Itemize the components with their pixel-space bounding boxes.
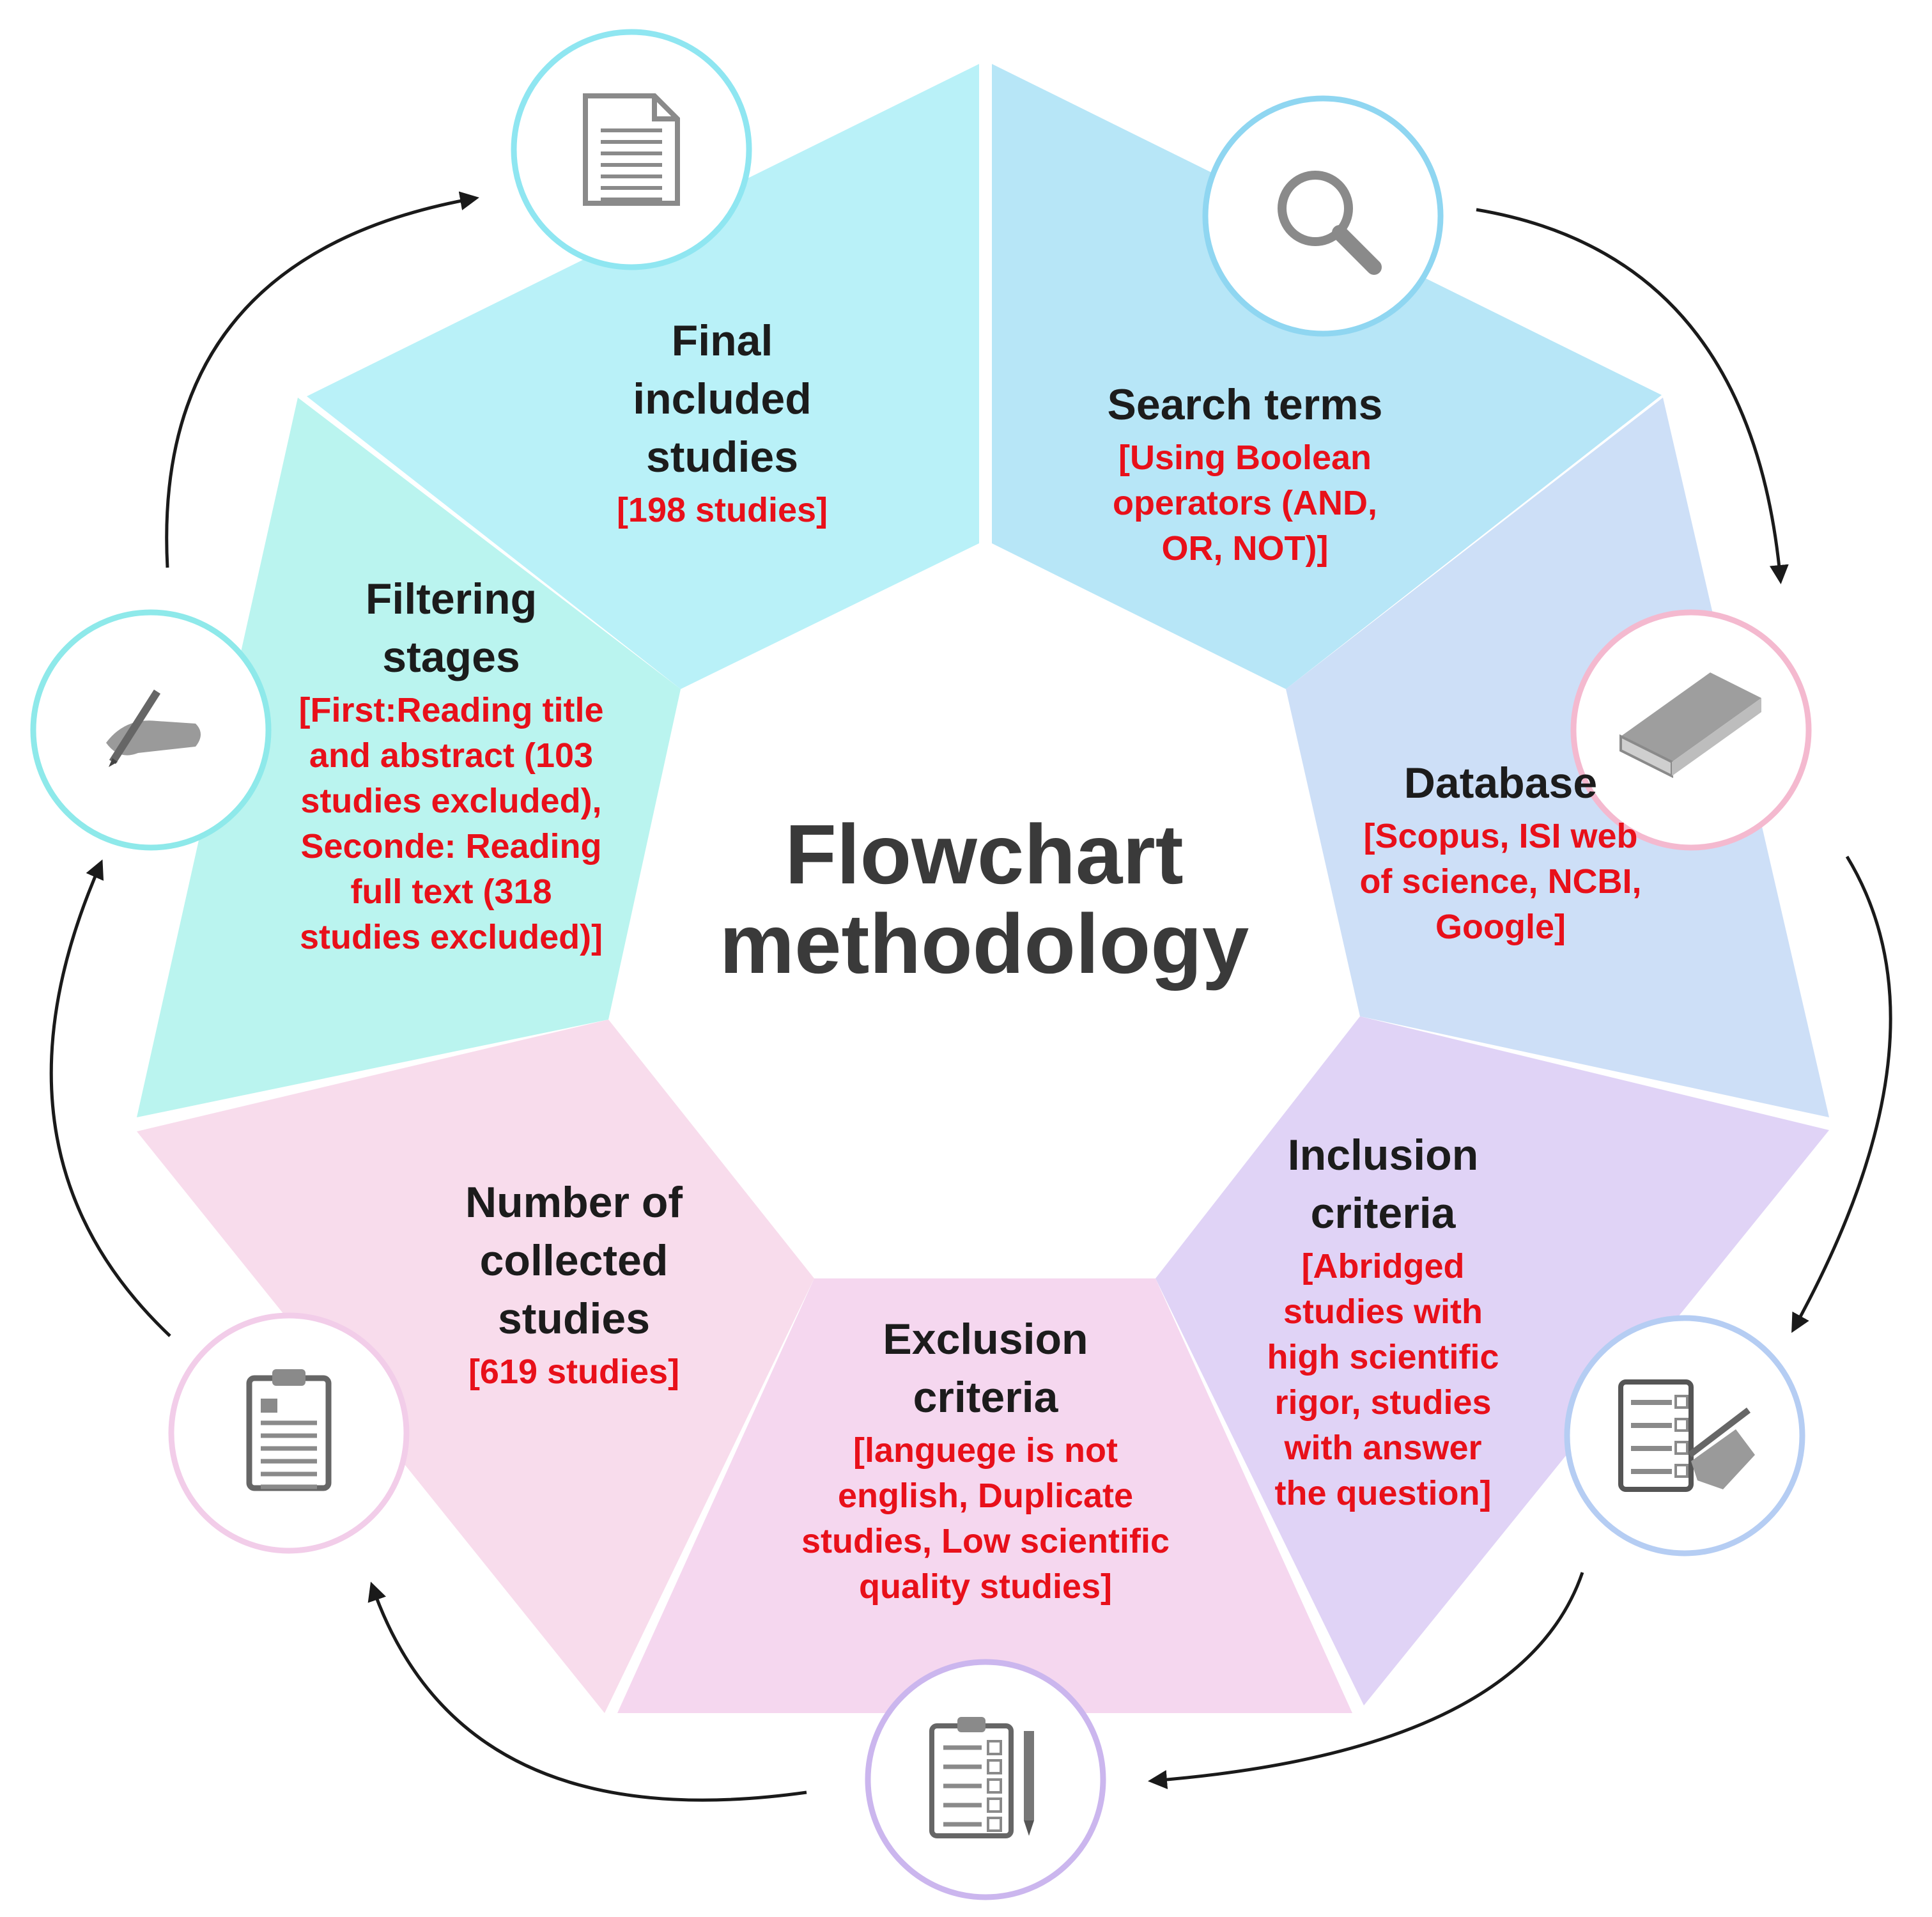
final-included-studies-title: studies bbox=[646, 433, 798, 481]
writing-hand-icon bbox=[106, 689, 201, 767]
clipboard-checklist-pencil-icon bbox=[929, 1717, 1034, 1838]
writing-hand-icon-badge bbox=[30, 609, 272, 851]
final-included-studies-segment bbox=[307, 64, 979, 689]
cycle-arrow bbox=[367, 1581, 807, 1802]
number-of-collected-studies-segment bbox=[137, 1020, 814, 1713]
filtering-stages-detail: studies excluded), bbox=[300, 782, 601, 820]
search-terms-detail: operators (AND, bbox=[1113, 484, 1377, 522]
filtering-stages-detail: and abstract (103 bbox=[309, 736, 593, 775]
database-title: Database bbox=[1404, 759, 1597, 807]
exclusion-criteria-detail: studies, Low scientific bbox=[801, 1522, 1170, 1560]
search-terms-detail: [Using Boolean bbox=[1118, 439, 1372, 477]
cycle-arrow bbox=[1476, 208, 1789, 584]
filtering-stages-detail: Seconde: Reading bbox=[300, 827, 601, 865]
database-segment bbox=[1286, 398, 1829, 1117]
filtering-stages-title: stages bbox=[382, 633, 520, 681]
exclusion-criteria-segment bbox=[617, 1278, 1352, 1713]
clipboard-icon-badge bbox=[168, 1312, 410, 1554]
book-icon-badge bbox=[1570, 609, 1812, 851]
cycle-arrow bbox=[1791, 855, 1892, 1333]
center-title: Flowchart bbox=[785, 807, 1183, 901]
cycle-arrow bbox=[49, 859, 171, 1337]
final-included-studies-title: Final bbox=[672, 316, 773, 365]
center-title: methodology bbox=[720, 897, 1249, 991]
clipboard-icon bbox=[246, 1369, 332, 1491]
number-of-collected-studies-title: Number of bbox=[465, 1178, 683, 1227]
exclusion-criteria-detail: [languege is not bbox=[853, 1431, 1118, 1470]
database-detail: Google] bbox=[1435, 908, 1566, 946]
inclusion-criteria-detail: studies with bbox=[1283, 1292, 1483, 1331]
exclusion-criteria-title: Exclusion bbox=[883, 1315, 1088, 1363]
filtering-stages-title: Filtering bbox=[366, 575, 537, 623]
inclusion-criteria-detail: with answer bbox=[1283, 1429, 1481, 1467]
inclusion-criteria-detail: the question] bbox=[1275, 1474, 1492, 1512]
number-of-collected-studies-detail: [619 studies] bbox=[468, 1353, 679, 1391]
clipboard-checklist-pencil-icon-badge bbox=[865, 1659, 1106, 1900]
number-of-collected-studies-title: collected bbox=[480, 1236, 668, 1285]
final-included-studies-title: included bbox=[633, 375, 812, 423]
search-icon-badge bbox=[1202, 95, 1444, 337]
search-terms-title: Search terms bbox=[1108, 380, 1383, 429]
inclusion-criteria-detail: [Abridged bbox=[1302, 1247, 1465, 1285]
search-terms-segment bbox=[992, 64, 1662, 689]
filtering-stages-segment bbox=[137, 398, 681, 1117]
cycle-arrow bbox=[1148, 1572, 1584, 1790]
cycle-arrow bbox=[165, 191, 479, 568]
inclusion-criteria-detail: rigor, studies bbox=[1274, 1383, 1491, 1422]
search-terms-detail: OR, NOT)] bbox=[1162, 529, 1329, 568]
inclusion-criteria-title: Inclusion bbox=[1288, 1131, 1478, 1179]
filtering-stages-detail: studies excluded)] bbox=[300, 918, 603, 956]
database-detail: of science, NCBI, bbox=[1359, 862, 1641, 901]
document-icon bbox=[583, 93, 680, 206]
exclusion-criteria-detail: quality studies] bbox=[859, 1567, 1112, 1606]
number-of-collected-studies-title: studies bbox=[498, 1294, 650, 1343]
inclusion-criteria-title: criteria bbox=[1311, 1189, 1457, 1238]
inclusion-criteria-segment bbox=[1155, 1016, 1829, 1705]
filtering-stages-detail: full text (318 bbox=[350, 873, 552, 911]
exclusion-criteria-detail: english, Duplicate bbox=[838, 1477, 1133, 1515]
center-hub bbox=[616, 550, 1352, 1266]
checklist-hand-icon bbox=[1618, 1379, 1755, 1492]
checklist-hand-icon-badge bbox=[1564, 1315, 1805, 1556]
inclusion-criteria-detail: high scientific bbox=[1267, 1338, 1499, 1376]
filtering-stages-detail: [First:Reading title bbox=[298, 691, 603, 729]
document-icon-badge bbox=[511, 29, 752, 270]
final-included-studies-detail: [198 studies] bbox=[617, 491, 828, 529]
exclusion-criteria-title: criteria bbox=[913, 1373, 1059, 1422]
search-icon bbox=[1278, 171, 1382, 275]
book-icon bbox=[1619, 672, 1761, 779]
database-detail: [Scopus, ISI web bbox=[1363, 817, 1637, 855]
